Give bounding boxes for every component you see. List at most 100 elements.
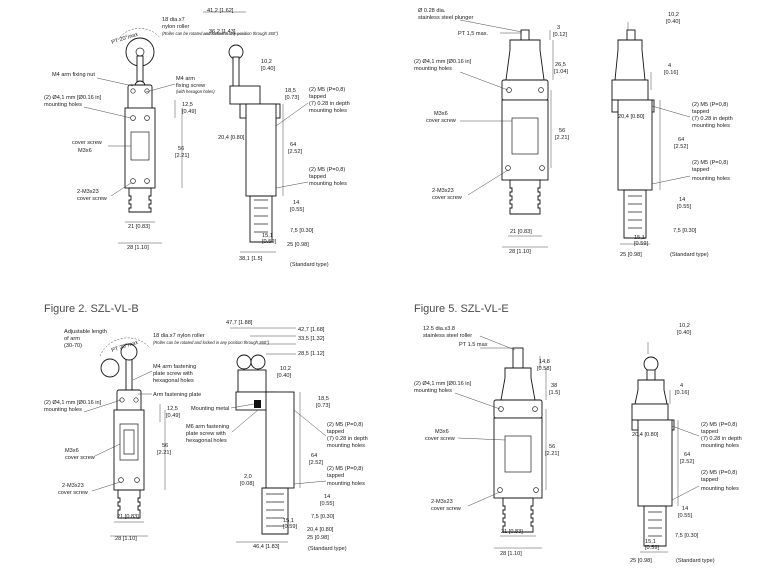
label-hole-b1: (2) Ø4,1 mm [Ø0.16 in]: [414, 59, 472, 65]
dim-56-d: 56: [549, 444, 555, 450]
label-m5-b-c: (7) 0.28 in depth: [692, 116, 733, 122]
label-m5-g: mounting holes: [309, 181, 347, 187]
dim-12-5: 12,5: [182, 102, 193, 108]
dim-12-5-in: [0.49]: [182, 109, 196, 115]
label-m6-c: hexagonal holes: [186, 438, 227, 444]
front-view-a: [117, 28, 183, 244]
label-roller-note-c: (Roller can be rotated and locked in any…: [153, 340, 270, 345]
dim-15-1: 15,1: [262, 233, 273, 239]
label-hole-d2: mounting holes: [414, 388, 452, 394]
dim-56-b: 56: [559, 128, 565, 134]
label-arm-plate: Arm fastening plate: [153, 392, 201, 398]
label-pt-b: PT 1,5 max.: [458, 31, 488, 37]
label-m5-b-d: mounting holes: [692, 123, 730, 129]
dim-56-d-in: [2.21]: [545, 451, 559, 457]
label-mount-metal: Mounting metal: [191, 406, 229, 412]
dim-26-5-in: [1.04]: [554, 69, 568, 75]
label-m3x6-c: M3x6: [65, 448, 79, 454]
dim-64-b-in: [2.52]: [674, 144, 688, 150]
label-m3x23-c: 2-M3x23: [62, 483, 84, 489]
dim-21-c: 21 [0.83]: [117, 514, 139, 520]
dim-33-5: 33,5 [1.32]: [298, 336, 325, 342]
label-m5-d-a: (2) M5 (P=0,8): [701, 422, 737, 428]
label-m5-d: mounting holes: [309, 108, 347, 114]
label-m5-d-e: (2) M5 (P=0,8): [701, 470, 737, 476]
label-adj-b: of arm: [64, 336, 80, 342]
label-m3x6: M3x6: [78, 148, 92, 154]
dim-7-5: 7,5 [0.30]: [290, 228, 314, 234]
dim-38-in: [1.5]: [549, 390, 560, 396]
label-m5-a: (2) M5 (P=0,8): [309, 87, 345, 93]
dim-15-1-c: 15,1: [283, 518, 294, 524]
label-hole-b2: mounting holes: [414, 66, 452, 72]
dim-4-b-in: [0.16]: [664, 70, 678, 76]
dim-64-d: 64: [684, 452, 690, 458]
label-standard-b: (Standard type): [670, 252, 709, 258]
label-cover2-c: cover screw: [58, 490, 89, 496]
front-view-d: [480, 347, 547, 549]
dim-14-d-in: [0.55]: [678, 513, 692, 519]
label-m3x23-b: 2-M3x23: [432, 188, 454, 194]
label-m3x23: 2-M3x23: [77, 189, 99, 195]
label-m5-b-f: tapped: [692, 167, 709, 173]
dim-25-b: 25 [0.98]: [620, 252, 642, 258]
dim-2-0-in: [0.08]: [240, 481, 254, 487]
label-cover2: cover screw: [77, 196, 108, 202]
label-m5-d-f: tapped: [701, 477, 718, 483]
dim-18-5-in: [0.73]: [285, 95, 299, 101]
dim-28-d: 28 [1.10]: [500, 551, 522, 557]
label-m4-c-b: plate screw with: [153, 371, 193, 377]
dim-20-4-b: 20,4 [0.80]: [618, 114, 645, 120]
label-cover-d: cover screw: [425, 436, 456, 442]
label-pt-d: PT 1.5 max: [459, 342, 488, 348]
label-hex-note: (with hexagon holes): [176, 89, 215, 94]
front-view-c: [99, 337, 166, 537]
label-hole-c2: mounting holes: [44, 407, 82, 413]
panel-plunger: Ø 0.28 dia. stainless steel plunger PT 1…: [414, 8, 733, 258]
dim-47-7: 47,7 [1.88]: [226, 320, 253, 326]
label-roller-d-a: 12.5 dia.x3.8: [423, 326, 455, 332]
dim-64-c: 64: [311, 453, 317, 459]
label-m5-c-g: mounting holes: [327, 481, 365, 487]
label-cover: cover screw: [72, 140, 103, 146]
label-m4-c-a: M4 arm fastening: [153, 364, 196, 370]
dim-7-5-b: 7,5 [0.30]: [673, 228, 697, 234]
label-m5-d-c: (7) 0.28 in depth: [701, 436, 742, 442]
label-m3x6-d: M3x6: [435, 429, 449, 435]
dim-10-2-b-in: [0.40]: [666, 19, 680, 25]
dim-4-d-in: [0.16]: [675, 390, 689, 396]
label-standard-d: (Standard type): [676, 558, 715, 564]
label-m5-e: (2) M5 (P=0,8): [309, 167, 345, 173]
dim-20-4-c: 20,4 [0.80]: [307, 527, 334, 533]
label-m4-fix: M4 arm fixing nut: [52, 72, 95, 78]
label-roller: 18 dia.x7: [162, 17, 185, 23]
dim-14-c: 14: [324, 494, 330, 500]
dim-15-1-in: [0.59]: [262, 239, 276, 245]
label-cover-b: cover screw: [426, 118, 457, 124]
dim-10-2-c-in: [0.40]: [277, 373, 291, 379]
dim-28-b: 28 [1.10]: [509, 249, 531, 255]
label-plunger-b: stainless steel plunger: [418, 15, 473, 21]
dim-28-5: 28,5 [1.12]: [298, 351, 325, 357]
dim-14-in: [0.55]: [290, 207, 304, 213]
dim-15-1-d: 15,1: [645, 539, 656, 545]
label-standard-c: (Standard type): [308, 546, 347, 552]
dim-10-2-c: 10,2: [280, 366, 291, 372]
label-m5-d-b: tapped: [701, 429, 718, 435]
dim-42-7: 42,7 [1.68]: [298, 327, 325, 333]
dim-2-0: 2,0: [244, 474, 252, 480]
dim-15-1-b-in: [0.59]: [634, 241, 648, 247]
dim-21: 21 [0.83]: [128, 224, 150, 230]
dim-25-c: 25 [0.98]: [307, 535, 329, 541]
panel-roller-lever: 18 dia.x7 nylon roller (Roller can be ro…: [44, 8, 350, 268]
dim-56-c: 56: [162, 443, 168, 449]
dim-18-5: 18,5: [285, 88, 296, 94]
side-view-c: [230, 327, 301, 543]
dim-64-c-in: [2.52]: [309, 460, 323, 466]
side-view-d: [631, 342, 679, 553]
label-roller-type: nylon roller: [162, 24, 189, 30]
dim-10-2-in: [0.40]: [261, 66, 275, 72]
label-m5-b-b: tapped: [692, 109, 709, 115]
label-m5-c-d: mounting holes: [327, 443, 365, 449]
